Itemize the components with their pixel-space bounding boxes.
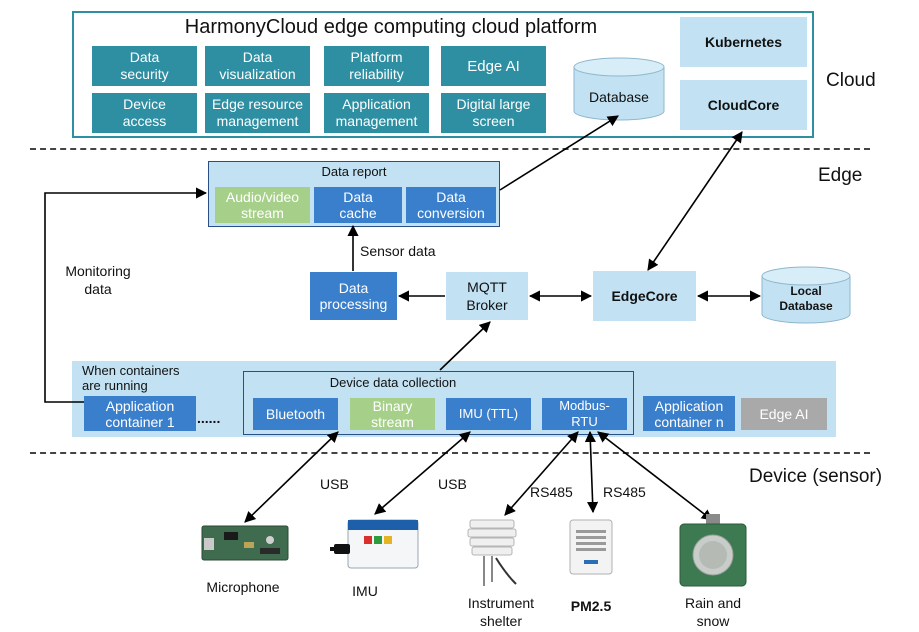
edgecore-box: EdgeCore (593, 271, 696, 321)
imu-device-image (330, 519, 419, 569)
zone-label-cloud: Cloud (826, 70, 876, 91)
microphone-device-image (201, 525, 289, 561)
microphone-label: Microphone (206, 579, 280, 595)
cloud-database-label: Database (589, 89, 649, 105)
containers-ellipsis: ...... (197, 410, 221, 426)
cloudcore-box: CloudCore (680, 80, 807, 130)
edge-ai-container: Edge AI (741, 398, 827, 430)
kubernetes-box: Kubernetes (680, 17, 807, 67)
cloud-platform-title: HarmonyCloud edge computing cloud platfo… (184, 16, 598, 38)
local-database-cylinder (761, 266, 851, 324)
data-report-title: Data report (321, 164, 387, 179)
rain-snow-device-image (679, 514, 747, 587)
cloud-database-cylinder (573, 57, 665, 121)
pm25-device-image (569, 519, 613, 575)
module-edge-ai: Edge AI (441, 46, 546, 86)
pm25-label: PM2.5 (570, 598, 612, 614)
modbus-rtu-box: Modbus-RTU (542, 398, 627, 430)
instrument-shelter-image (467, 519, 517, 586)
device-data-collection-title: Device data collection (329, 375, 457, 390)
bluetooth-box: Bluetooth (253, 398, 338, 430)
sensor-data-label: Sensor data (360, 243, 436, 259)
zone-label-edge: Edge (818, 165, 863, 186)
imu-ttl-box: IMU (TTL) (446, 398, 531, 430)
zone-label-device: Device (sensor) (749, 466, 883, 487)
cloud-edge-separator (30, 148, 870, 150)
imu-label: IMU (352, 583, 378, 599)
